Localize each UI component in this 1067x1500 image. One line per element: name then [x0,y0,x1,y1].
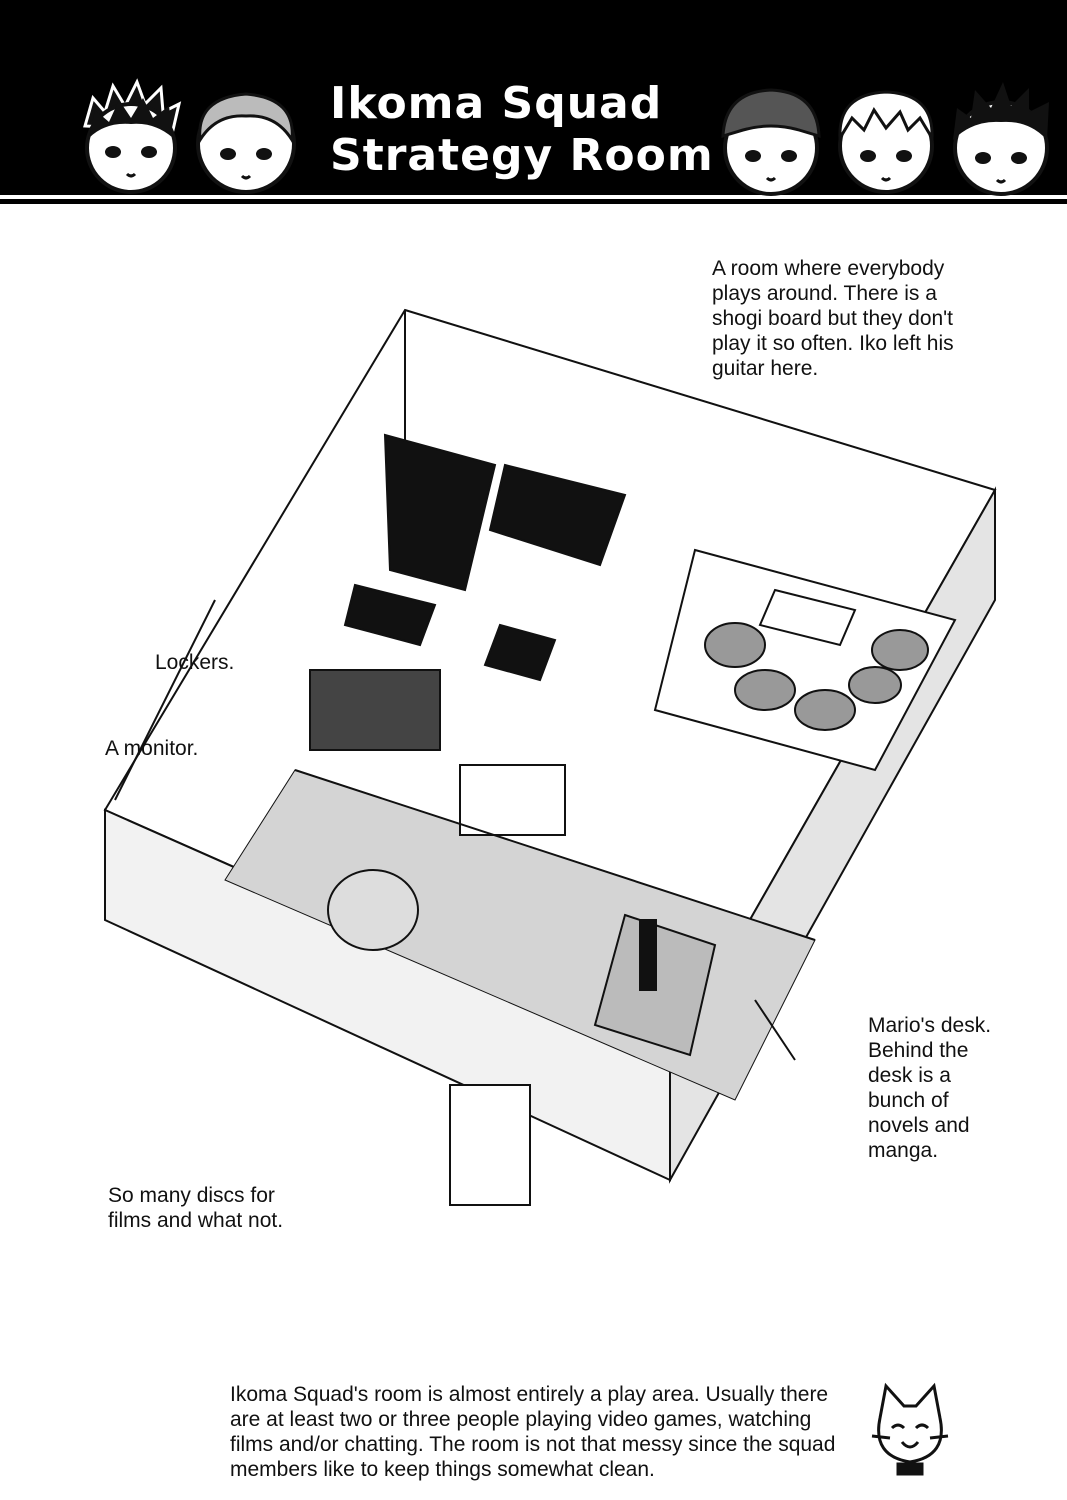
bean-bag-icon [794,689,856,731]
cat-mascot-icon [871,1382,949,1476]
note-line: plays around. There is a [712,282,937,305]
page-title: Ikoma Squad Strategy Room [330,78,730,182]
note-desk: Mario's desk. Behind the desk is a bunch… [868,1013,991,1163]
title-line-2: Strategy Room [330,130,714,181]
note-discs: So many discs for films and what not. [108,1183,283,1233]
sofa-icon [459,764,566,836]
monitor-icon [639,919,657,991]
footer-line: are at least two or three people playing… [230,1408,812,1431]
black-chair-2 [483,623,557,682]
bean-bag-icon [871,629,929,671]
note-line: bunch of [868,1089,949,1112]
note-line: manga. [868,1139,939,1162]
round-table-icon [327,869,419,951]
note-play-room: A room where everybody plays around. The… [712,256,954,381]
face-spiky-hair-icon [83,78,182,194]
note-line: Mario's desk. [868,1014,992,1037]
note-line: Behind the [868,1039,969,1062]
play-area-floor [653,548,957,772]
bean-bag-icon [848,666,902,704]
note-line: shogi board but they don't [712,307,954,330]
door-icon [449,1084,531,1206]
black-chair [343,583,437,647]
room-illustration [103,308,997,1206]
note-lockers: Lockers. [155,651,235,674]
bean-bag-icon [734,669,796,711]
footer-line: Ikoma Squad's room is almost entirely a … [230,1383,829,1406]
face-blond-icon [838,90,934,194]
note-line: guitar here. [712,357,819,380]
disc-shelf [114,599,216,801]
black-couch [383,433,497,592]
note-line: So many discs for [108,1184,275,1207]
note-line: play it so often. Iko left his [712,332,954,355]
note-line: A room where everybody [712,257,945,280]
black-couch-2 [488,463,627,567]
low-table-icon [758,588,857,647]
note-line: desk is a [868,1064,951,1087]
novel-shelf [754,999,796,1061]
footer-line: films and/or chatting. The room is not t… [230,1433,836,1456]
face-messy-hair-icon [953,82,1049,196]
footer-caption: Ikoma Squad's room is almost entirely a … [230,1382,870,1482]
note-line: novels and [868,1114,970,1137]
bean-bag-icon [704,622,766,668]
title-line-1: Ikoma Squad [330,78,663,129]
face-curly-hair-icon [196,92,296,194]
lockers-icon [309,669,441,751]
note-monitor: A monitor. [105,737,199,760]
face-cap-icon [721,88,821,196]
footer-line: members like to keep things somewhat cle… [230,1458,655,1481]
header-rule [0,199,1067,204]
note-line: films and what not. [108,1209,284,1232]
